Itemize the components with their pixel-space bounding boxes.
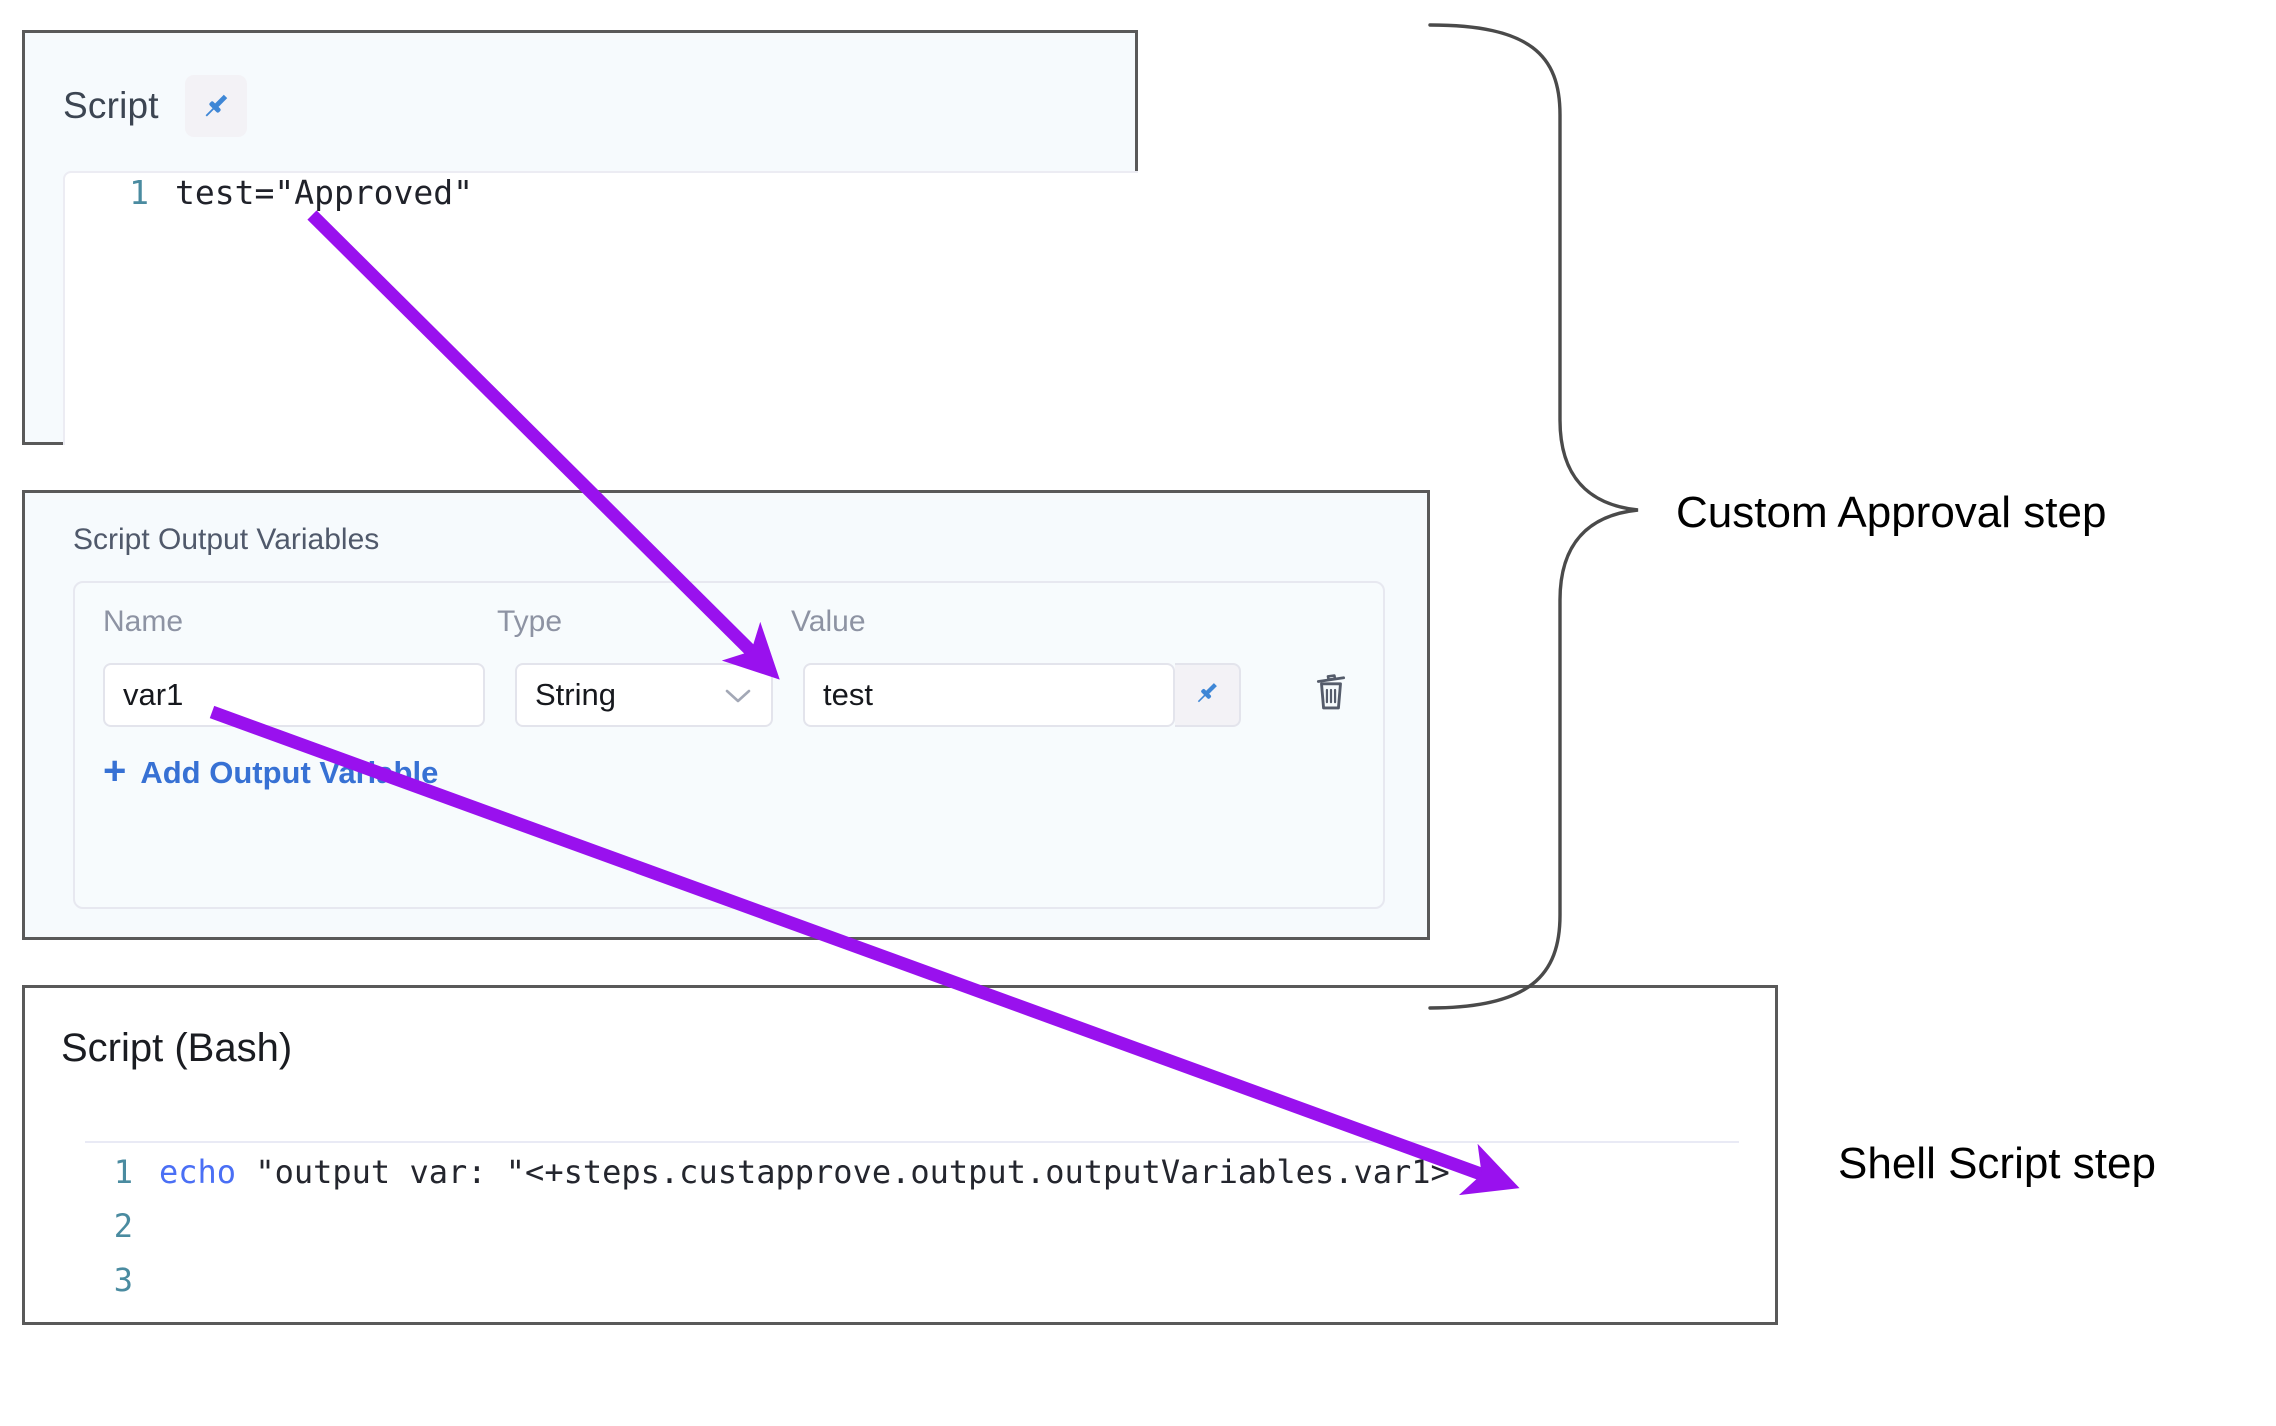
line-number: 1 <box>129 173 149 212</box>
output-variables-title: Script Output Variables <box>73 523 380 556</box>
pin-icon <box>199 89 233 123</box>
column-header-type: Type <box>497 605 563 638</box>
curly-brace-custom-approval <box>1428 23 1639 1010</box>
trash-icon <box>1310 671 1352 720</box>
output-variable-row: var1 String test <box>103 663 1363 727</box>
code-text: test="Approved" <box>175 173 474 212</box>
variable-value-input[interactable]: test <box>803 663 1175 727</box>
script-code-editor[interactable]: 1 test="Approved" <box>63 171 1138 445</box>
line-number: 2 <box>113 1207 133 1245</box>
annotation-label-shell-script: Shell Script step <box>1838 1139 2156 1188</box>
pin-icon-button[interactable] <box>184 75 247 137</box>
code-line: 2 <box>85 1207 1739 1261</box>
annotation-label-custom-approval: Custom Approval step <box>1676 488 2106 537</box>
column-headers: Name Type Value <box>103 605 1383 645</box>
code-line: 1 echo "output var: "<+steps.custapprove… <box>85 1153 1739 1207</box>
add-output-variable-button[interactable]: + Add Output Variable <box>103 751 439 791</box>
column-header-name: Name <box>103 605 184 638</box>
line-number: 3 <box>113 1261 133 1299</box>
pin-icon <box>1192 678 1222 713</box>
code-line: 1 test="Approved" <box>65 173 1138 229</box>
script-output-variables-panel: Script Output Variables Name Type Value … <box>22 490 1430 940</box>
value-pin-icon-button[interactable] <box>1175 663 1241 727</box>
column-header-value: Value <box>791 605 866 638</box>
script-panel-header: Script <box>63 75 247 137</box>
code-keyword: echo <box>159 1153 237 1191</box>
bash-code-editor[interactable]: 1 echo "output var: "<+steps.custapprove… <box>85 1141 1739 1315</box>
bash-script-panel: Script (Bash) 1 echo "output var: "<+ste… <box>22 985 1778 1325</box>
script-panel-title: Script <box>63 85 159 126</box>
variable-name-input[interactable]: var1 <box>103 663 485 727</box>
line-number: 1 <box>113 1153 133 1191</box>
chevron-down-icon <box>725 682 751 708</box>
script-panel: Script 1 test="Approved" <box>22 30 1138 445</box>
delete-variable-button[interactable] <box>1303 667 1359 723</box>
variable-type-select[interactable]: String <box>515 663 773 727</box>
code-line: 3 <box>85 1261 1739 1315</box>
output-variables-card: Name Type Value var1 String test <box>73 581 1385 909</box>
variable-type-value: String <box>535 677 616 712</box>
code-text: "output var: "<+steps.custapprove.output… <box>236 1153 1450 1191</box>
add-output-variable-label: Add Output Variable <box>140 755 439 790</box>
plus-icon: + <box>103 749 127 793</box>
bash-panel-title: Script (Bash) <box>61 1026 293 1070</box>
